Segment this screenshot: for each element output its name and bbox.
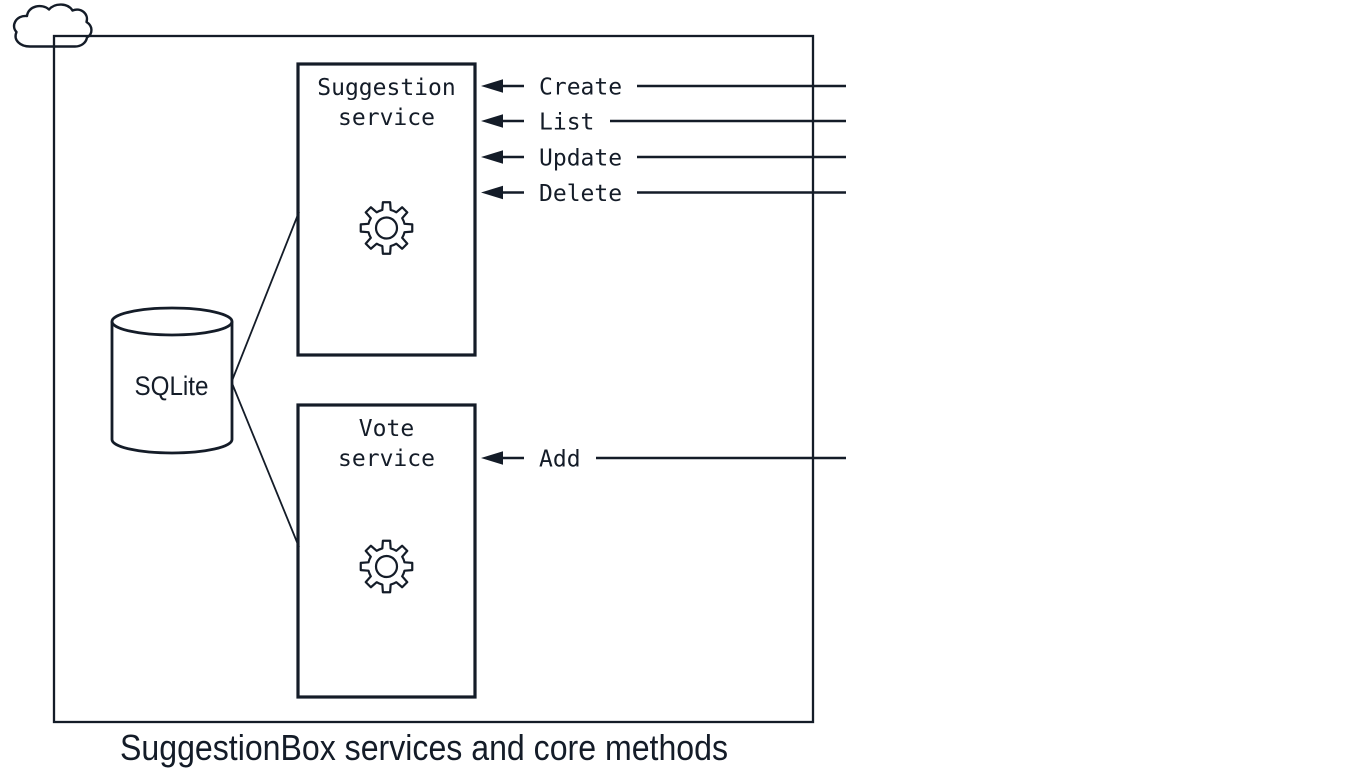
gear-icon [359, 201, 414, 255]
vote-service: Vote service [296, 403, 477, 699]
suggestion-service-label-line1: Suggestion [317, 75, 455, 101]
sqlite-label: SQLite [135, 371, 209, 401]
method-label-list: List [539, 110, 594, 136]
gear-outline [359, 539, 414, 594]
suggestion-service-box [296, 62, 477, 357]
method-label-add: Add [539, 447, 581, 473]
cloud-icon [12, 3, 93, 48]
sqlite-database: SQLite [110, 306, 234, 455]
vote-service-label-line2: service [338, 446, 435, 472]
arrowhead-left-icon [481, 150, 503, 164]
arrowhead-left-icon [481, 185, 503, 200]
method-arrow-list: List [481, 110, 846, 136]
arrowhead-left-icon [481, 451, 503, 465]
db-to-suggestion-connector [230, 211, 300, 383]
arrowhead-left-icon [481, 79, 503, 93]
arrowhead-left-icon [481, 114, 503, 128]
system-boundary-box [52, 34, 815, 724]
method-arrow-add: Add [481, 447, 846, 473]
diagram-caption: SuggestionBox services and core methods [120, 727, 728, 768]
vote-service-box [296, 403, 477, 699]
gear-hub [374, 216, 399, 240]
gear-hub [374, 554, 399, 579]
db-to-vote-connector [230, 381, 300, 548]
suggestion-service-label-line2: service [338, 105, 435, 131]
database-cylinder-top [110, 306, 234, 337]
method-label-update: Update [539, 146, 622, 172]
method-label-create: Create [539, 75, 622, 101]
method-arrow-update: Update [481, 146, 846, 172]
vote-service-label-line1: Vote [359, 416, 414, 442]
suggestion-service: Suggestion service [296, 62, 477, 357]
gear-outline [359, 201, 414, 255]
database-cylinder-body [110, 321, 234, 455]
method-arrow-create: Create [481, 75, 846, 101]
method-arrow-delete: Delete [481, 181, 846, 207]
method-label-delete: Delete [539, 181, 622, 207]
gear-icon [359, 539, 414, 594]
